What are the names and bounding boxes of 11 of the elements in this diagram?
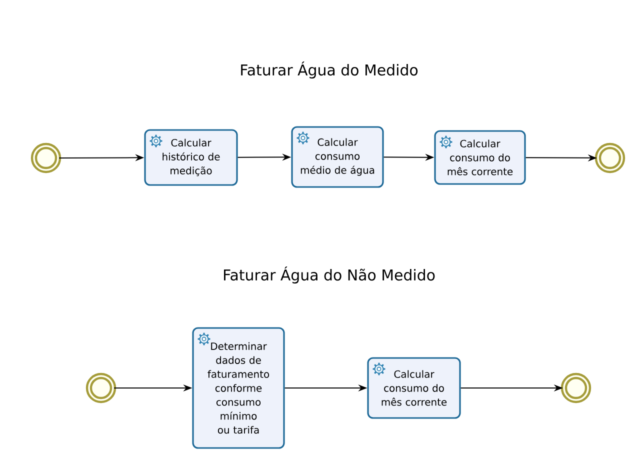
task-box: Calcular consumo do mês corrente [367, 357, 461, 419]
event-circle [594, 142, 626, 174]
event-circle [560, 372, 592, 404]
task-box: Calcular consumo médio de água [291, 126, 384, 188]
event-circle [30, 142, 62, 174]
task-box: Determinar dados de faturamento conforme consumo mínimo ou tarifa [192, 327, 285, 449]
task-box: Calcular histórico de medição [144, 129, 238, 186]
section-title: Faturar Água do Medido [241, 62, 418, 78]
task-box: Calcular consumo do mês corrente [434, 130, 526, 185]
event-circle [86, 372, 116, 404]
section-title: Faturar Água do Não Medido [224, 266, 435, 284]
